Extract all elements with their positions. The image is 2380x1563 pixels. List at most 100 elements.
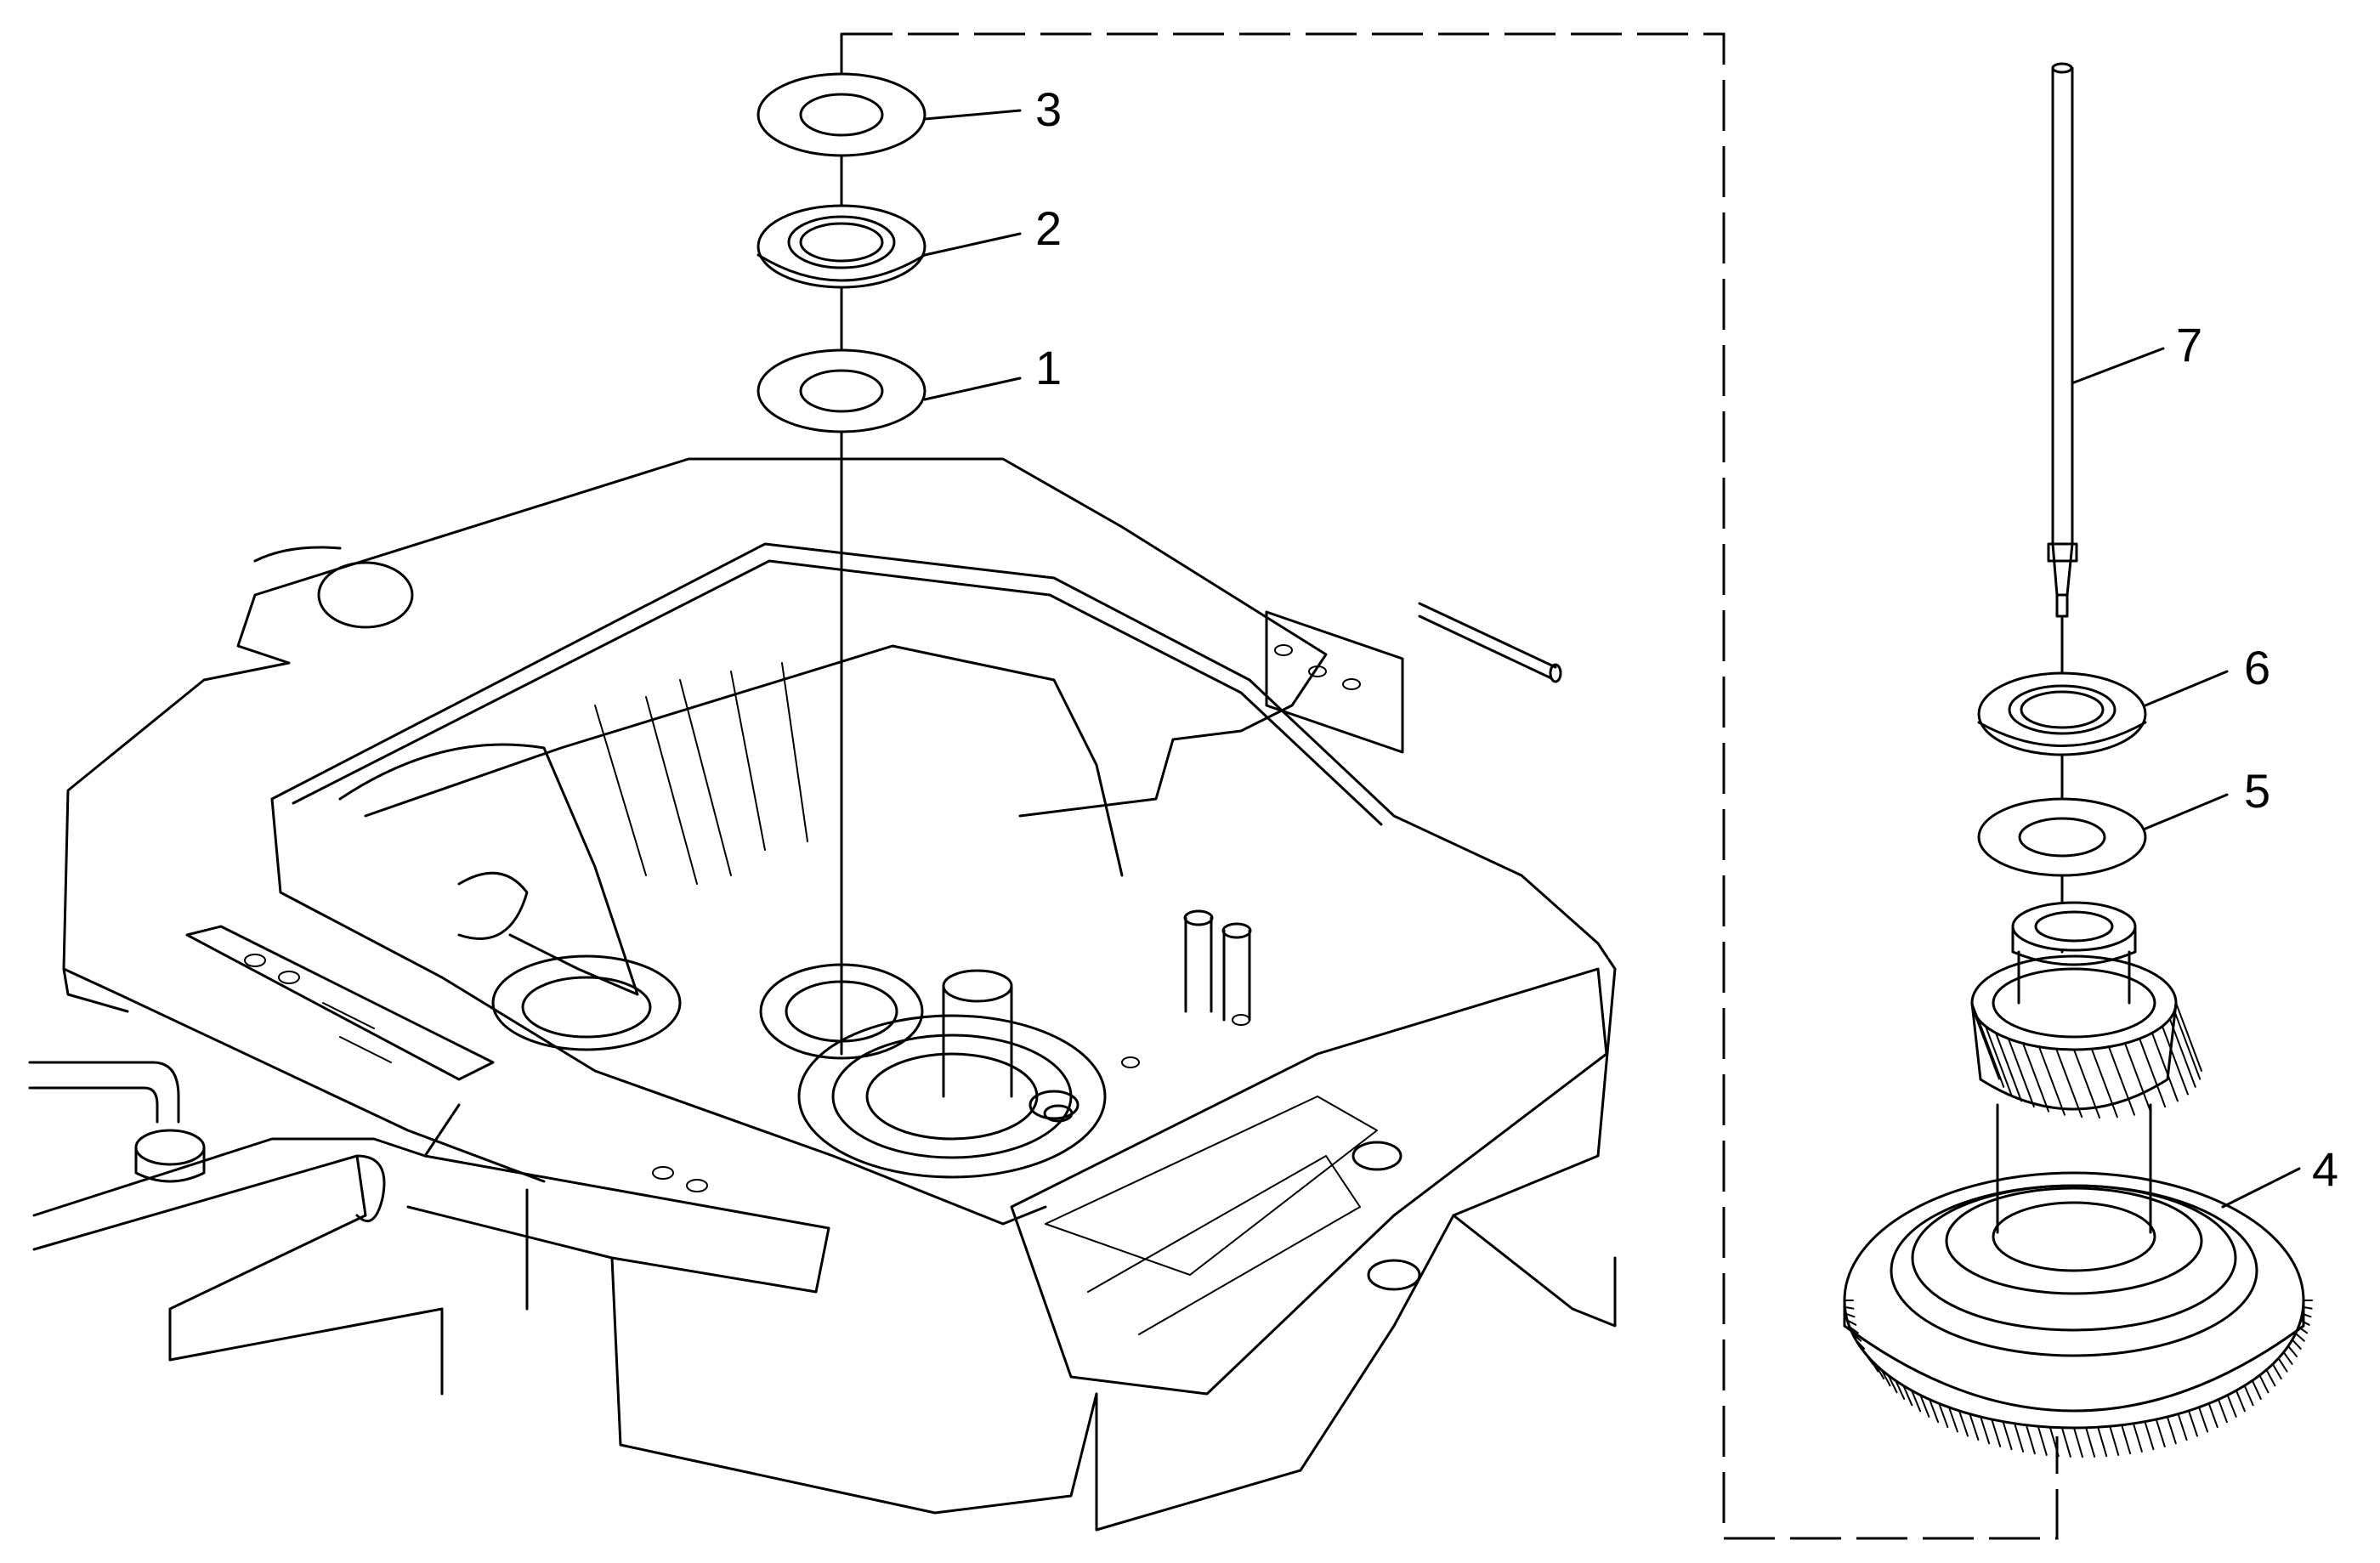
gear-tooth [2217, 1398, 2228, 1424]
gear-tooth [2298, 1326, 2309, 1334]
pinion-tooth [2055, 1048, 2083, 1118]
gear-tooth [2265, 1368, 2276, 1387]
callout-labels: 3 2 1 7 6 5 4 [1035, 82, 2338, 1196]
gear-tooth [1887, 1374, 1898, 1394]
gear-tooth [2282, 1351, 2293, 1365]
gear-tooth [2002, 1420, 2013, 1451]
gear-tooth [2109, 1425, 2120, 1456]
pinion-tooth [2175, 1002, 2202, 1072]
leader-7 [2072, 347, 2165, 384]
gear-tooth [2198, 1406, 2209, 1433]
pinion-tooth [2124, 1042, 2151, 1113]
gear-tooth [1844, 1305, 1855, 1310]
callout-2: 2 [1035, 201, 1062, 255]
gear-tooth [2188, 1409, 2198, 1437]
gear-tooth [1980, 1416, 1991, 1445]
leader-6 [2144, 670, 2229, 707]
gear-tooth [2155, 1419, 2166, 1447]
gear-tooth [2302, 1305, 2313, 1310]
pinion-tooth [2150, 1032, 2179, 1102]
gear-tooth [1848, 1326, 1859, 1334]
pinion-tooth [1972, 1010, 2000, 1080]
leader-4 [2221, 1167, 2301, 1209]
gear-tooth [2251, 1379, 2262, 1400]
callout-5: 5 [2244, 764, 2270, 818]
leader-1 [923, 377, 1022, 401]
leader-5 [2144, 793, 2229, 830]
gear-tooth [2287, 1345, 2298, 1358]
assembly-bracket-line [840, 32, 2059, 1540]
input-shaft-7 [2047, 62, 2078, 618]
gear-tooth [2085, 1426, 2096, 1458]
pinion-tooth [1995, 1032, 2023, 1102]
gear-tooth [1895, 1379, 1906, 1400]
pinion-tooth [2168, 1017, 2196, 1088]
pinion-tooth [2161, 1025, 2189, 1096]
pinion-tooth [2108, 1045, 2136, 1116]
gear-tooth [1855, 1339, 1866, 1350]
gear-tooth [2243, 1385, 2254, 1407]
gear-tooth [1947, 1406, 1958, 1433]
gear-tooth [2277, 1357, 2288, 1373]
leader-3 [923, 109, 1022, 121]
pinion-tooth [1977, 1017, 2005, 1088]
gear-tooth [2207, 1402, 2218, 1429]
thrust-bearing-6 [1977, 671, 2147, 756]
gear-tooth [2291, 1339, 2302, 1350]
gear-tooth [2014, 1422, 2025, 1453]
gear-tooth [1851, 1332, 1862, 1342]
gear-tooth [2132, 1422, 2143, 1453]
transmission-case [28, 457, 1617, 1532]
gear-tooth [2299, 1319, 2310, 1326]
callout-6: 6 [2244, 641, 2270, 694]
gear-tooth [2048, 1426, 2060, 1458]
pinion-tooth [1985, 1025, 2013, 1096]
gear-tooth [2097, 1426, 2108, 1458]
gear-tooth [2037, 1425, 2048, 1456]
pinion-tooth [2173, 1010, 2202, 1080]
gear-tooth [2121, 1424, 2132, 1455]
gear-tooth [1958, 1409, 1969, 1437]
gear-tooth [2144, 1420, 2155, 1451]
gear-tooth [2301, 1312, 2312, 1318]
gear-tooth [1902, 1385, 1913, 1407]
callout-4: 4 [2312, 1142, 2338, 1196]
callout-7: 7 [2176, 318, 2202, 371]
pinion-tooth [2090, 1048, 2118, 1118]
pinion-tooth [2037, 1045, 2066, 1116]
pinion-tooth [2073, 1049, 2100, 1118]
callout-3: 3 [1035, 82, 1062, 136]
gear-tooth [2235, 1390, 2246, 1413]
thrust-washer-1 [756, 348, 926, 433]
output-gear-4 [1843, 901, 2313, 1458]
leader-2 [923, 232, 1022, 257]
gear-tooth [2166, 1416, 2177, 1445]
gear-tooth [1874, 1363, 1885, 1380]
gear-tooth [2060, 1426, 2071, 1458]
gear-tooth [1938, 1402, 1949, 1429]
gear-tooth [1880, 1368, 1891, 1387]
gear-tooth [2258, 1374, 2270, 1394]
gear-tooth [1969, 1413, 1980, 1441]
gear-tooth [2177, 1413, 2188, 1441]
leader-lines [923, 109, 2301, 1209]
gear-tooth [1846, 1319, 1857, 1326]
thrust-bearing-2 [756, 204, 926, 289]
callout-1: 1 [1035, 341, 1062, 394]
gear-tooth [1991, 1419, 2002, 1447]
gear-tooth [1844, 1312, 1856, 1318]
gear-tooth [2025, 1424, 2036, 1455]
gear-tooth [1911, 1390, 1922, 1413]
thrust-washer-5 [1977, 797, 2147, 877]
pinion-tooth [2022, 1042, 2049, 1113]
gear-tooth [1929, 1398, 1940, 1424]
gear-tooth [1868, 1357, 1879, 1373]
gear-tooth [2073, 1427, 2083, 1458]
pinion-tooth [2007, 1038, 2035, 1108]
gear-tooth [1919, 1394, 1930, 1418]
pinion-tooth [2139, 1038, 2167, 1108]
gear-tooth [2271, 1363, 2282, 1380]
gear-tooth [2226, 1394, 2237, 1418]
gear-tooth [2294, 1332, 2305, 1342]
